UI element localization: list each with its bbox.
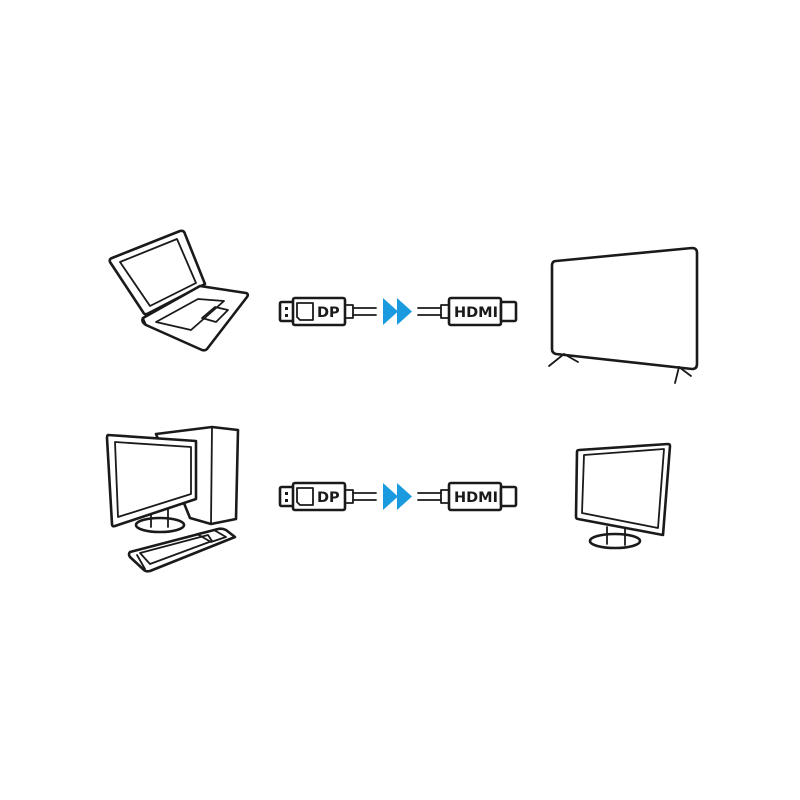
tv-icon xyxy=(548,246,699,384)
monitor-icon xyxy=(574,442,672,550)
dp-to-hdmi-cable: DP HDMI xyxy=(278,481,518,512)
laptop-icon xyxy=(108,229,250,352)
dp-label: DP xyxy=(317,305,340,321)
direction-arrow-icon xyxy=(397,298,412,325)
hdmi-label: HDMI xyxy=(454,490,498,506)
dp-to-hdmi-cable: DP HDMI xyxy=(278,296,518,327)
hdmi-plug-tip xyxy=(499,485,518,508)
hdmi-plug-tip xyxy=(499,300,518,323)
desktop-computer-icon xyxy=(105,425,240,573)
direction-arrow-icon xyxy=(383,298,398,325)
direction-arrow-icon xyxy=(383,483,398,510)
direction-arrow-icon xyxy=(397,483,412,510)
hdmi-label: HDMI xyxy=(454,305,498,321)
dp-label: DP xyxy=(317,490,340,506)
